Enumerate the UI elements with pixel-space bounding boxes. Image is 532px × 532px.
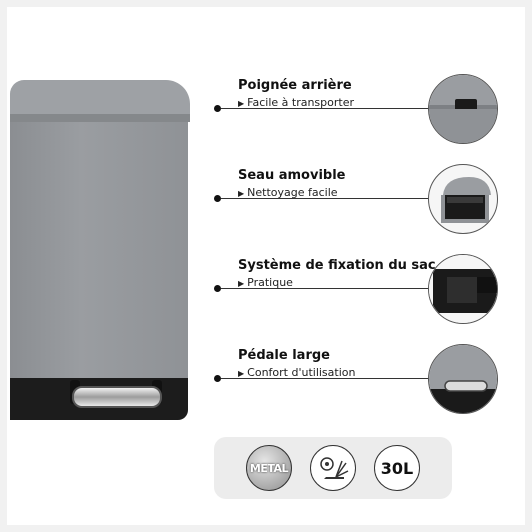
volume-badge: 30L bbox=[374, 445, 420, 491]
bin-pedal bbox=[72, 386, 162, 408]
feature-back-handle: Poignée arrière ▶Facile à transporter bbox=[214, 74, 514, 150]
soft-close-lid-icon bbox=[310, 445, 356, 491]
feature-title: Poignée arrière bbox=[238, 78, 352, 93]
volume-label: 30L bbox=[380, 458, 414, 478]
feature-subtitle: ▶Confort d'utilisation bbox=[238, 366, 355, 379]
triangle-right-icon: ▶ bbox=[238, 369, 245, 378]
bullet-dot bbox=[214, 285, 221, 292]
triangle-right-icon: ▶ bbox=[238, 189, 245, 198]
feature-title: Seau amovible bbox=[238, 168, 346, 183]
feature-removable-bucket: Seau amovible ▶Nettoyage facile bbox=[214, 164, 514, 240]
leader-line bbox=[221, 288, 431, 289]
feature-subtitle-text: Pratique bbox=[247, 276, 293, 289]
feature-subtitle-text: Nettoyage facile bbox=[247, 186, 338, 199]
bin-rim bbox=[10, 114, 190, 122]
triangle-right-icon: ▶ bbox=[238, 279, 245, 288]
bag-fixing-closeup-image bbox=[428, 254, 498, 324]
metal-badge: METAL bbox=[246, 445, 292, 491]
bullet-dot bbox=[214, 105, 221, 112]
feature-subtitle: ▶Facile à transporter bbox=[238, 96, 354, 109]
feature-subtitle-text: Confort d'utilisation bbox=[247, 366, 356, 379]
removable-bucket-closeup-image bbox=[428, 164, 498, 234]
bin-lid bbox=[10, 80, 190, 120]
pedal-closeup-image bbox=[428, 344, 498, 414]
bullet-dot bbox=[214, 375, 221, 382]
feature-title: Système de fixation du sac bbox=[238, 258, 436, 273]
leader-line bbox=[221, 108, 431, 109]
triangle-right-icon: ▶ bbox=[238, 99, 245, 108]
feature-title: Pédale large bbox=[238, 348, 330, 363]
feature-subtitle: ▶Pratique bbox=[238, 276, 293, 289]
metal-label: METAL bbox=[249, 461, 289, 475]
feature-wide-pedal: Pédale large ▶Confort d'utilisation bbox=[214, 344, 514, 420]
feature-bag-fixing-system: Système de fixation du sac ▶Pratique bbox=[214, 254, 514, 330]
leader-line bbox=[221, 198, 431, 199]
bullet-dot bbox=[214, 195, 221, 202]
feature-subtitle: ▶Nettoyage facile bbox=[238, 186, 338, 199]
bin-body bbox=[10, 122, 188, 390]
handle-closeup-image bbox=[428, 74, 498, 144]
feature-badges-panel: METAL 30L bbox=[214, 437, 452, 499]
feature-subtitle-text: Facile à transporter bbox=[247, 96, 354, 109]
leader-line bbox=[221, 378, 431, 379]
